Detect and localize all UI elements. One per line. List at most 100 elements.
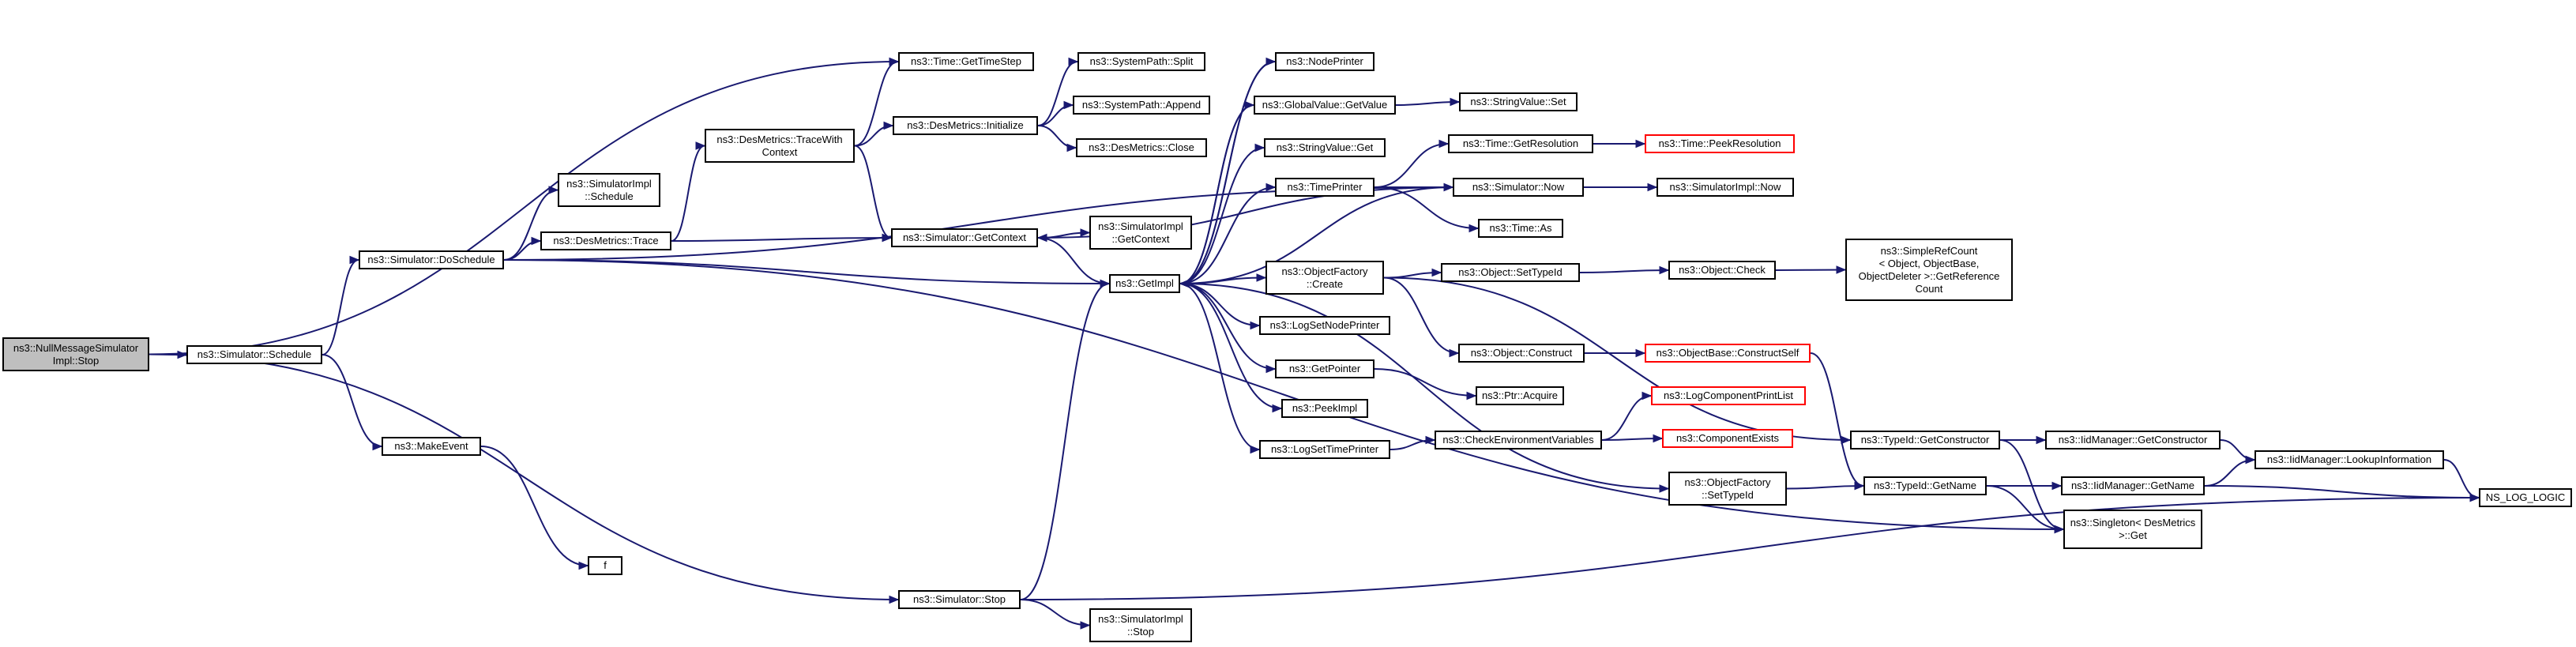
- node-simimpl-schedule[interactable]: ns3::SimulatorImpl ::Schedule: [558, 173, 660, 207]
- edge-arrowhead: [372, 442, 383, 451]
- edge-arrowhead: [1063, 100, 1074, 110]
- node-object-construct[interactable]: ns3::Object::Construct: [1458, 344, 1585, 363]
- node-object-settypeid[interactable]: ns3::Object::SetTypeId: [1441, 263, 1580, 282]
- edge-getimpl-to-logsettimeprinter: [1179, 283, 1260, 450]
- node-ptr-acquire[interactable]: ns3::Ptr::Acquire: [1476, 386, 1564, 405]
- node-getimpl[interactable]: ns3::GetImpl: [1109, 274, 1180, 293]
- edge-arrowhead: [1068, 57, 1079, 66]
- node-objfactory-settypeid[interactable]: ns3::ObjectFactory ::SetTypeId: [1668, 472, 1787, 506]
- node-desm-close[interactable]: ns3::DesMetrics::Close: [1076, 138, 1207, 157]
- edge-getimpl-to-stringvalue_get: [1179, 147, 1265, 284]
- edge-sim_stop-to-getimpl: [1020, 283, 1110, 600]
- node-simplerefcount[interactable]: ns3::SimpleRefCount < Object, ObjectBase…: [1845, 239, 2013, 301]
- edge-desm_trace-to-desm_tracewith: [671, 145, 705, 242]
- edge-sim_doschedule-to-singleton_get: [503, 259, 2064, 530]
- node-iidmgr-getconstructor[interactable]: ns3::IidManager::GetConstructor: [2045, 431, 2221, 450]
- node-root[interactable]: ns3::NullMessageSimulator Impl::Stop: [2, 337, 149, 371]
- edge-desm_initialize-to-syspath_split: [1037, 61, 1078, 126]
- node-objfactory-create[interactable]: ns3::ObjectFactory ::Create: [1265, 261, 1384, 295]
- node-typeid-getconstructor[interactable]: ns3::TypeId::GetConstructor: [1850, 431, 2000, 450]
- node-desm-trace[interactable]: ns3::DesMetrics::Trace: [540, 231, 671, 250]
- edge-arrowhead: [1254, 143, 1265, 152]
- edge-arrowhead: [578, 561, 589, 570]
- edge-arrowhead: [889, 595, 900, 604]
- edge-arrowhead: [1659, 265, 1670, 275]
- node-simimpl-now[interactable]: ns3::SimulatorImpl::Now: [1657, 178, 1794, 197]
- edge-arrowhead: [1100, 279, 1111, 288]
- node-sim-schedule[interactable]: ns3::Simulator::Schedule: [186, 345, 322, 364]
- edge-arrowhead: [1647, 182, 1658, 192]
- edge-arrowhead: [695, 141, 706, 150]
- edge-checkenvvars-to-logcomponentprintlist: [1601, 395, 1652, 441]
- edge-arrowhead: [1469, 224, 1480, 233]
- edge-arrowhead: [1272, 404, 1283, 413]
- edge-sim_stop-to-simimpl_stop: [1020, 599, 1090, 626]
- node-syspath-append[interactable]: ns3::SystemPath::Append: [1073, 96, 1210, 115]
- edge-iidmgr_lookup-to-ns_log_logic: [2443, 459, 2480, 498]
- edge-desm_trace-to-sim_getcontext: [671, 237, 892, 242]
- node-iidmgr-lookup[interactable]: ns3::IidManager::LookupInformation: [2254, 450, 2444, 469]
- edge-arrowhead: [1641, 391, 1653, 401]
- node-sim-doschedule[interactable]: ns3::Simulator::DoSchedule: [359, 250, 504, 269]
- edge-gv_getvalue-to-stringvalue_set: [1395, 101, 1460, 106]
- edge-timeprinter-to-time_getresolution: [1374, 143, 1449, 188]
- edge-arrowhead: [1466, 391, 1477, 401]
- node-iidmgr-getname[interactable]: ns3::IidManager::GetName: [2061, 476, 2205, 495]
- node-ns-log-logic[interactable]: NS_LOG_LOGIC: [2479, 488, 2572, 507]
- edge-desm_tracewith-to-time_gettimestep: [854, 61, 899, 147]
- edge-arrowhead: [548, 186, 559, 194]
- node-f[interactable]: f: [588, 556, 622, 575]
- edge-arrowhead: [2245, 455, 2256, 465]
- node-sim-stop[interactable]: ns3::Simulator::Stop: [898, 590, 1021, 609]
- edge-gv_getvalue-to-getimpl: [1179, 104, 1254, 284]
- edge-arrowhead: [1450, 97, 1461, 107]
- node-time-gettimestep[interactable]: ns3::Time::GetTimeStep: [898, 52, 1034, 71]
- node-singleton-get[interactable]: ns3::Singleton< DesMetrics >::Get: [2063, 510, 2202, 549]
- edge-objbase_constructself-to-typeid_getname: [1810, 352, 1864, 487]
- node-objbase-constructself[interactable]: ns3::ObjectBase::ConstructSelf: [1645, 344, 1811, 363]
- node-stringvalue-set[interactable]: ns3::StringValue::Set: [1459, 92, 1578, 111]
- edge-sim_schedule-to-sim_doschedule: [322, 259, 359, 355]
- node-time-as[interactable]: ns3::Time::As: [1478, 219, 1563, 238]
- node-desm-initialize[interactable]: ns3::DesMetrics::Initialize: [893, 116, 1038, 135]
- node-simimpl-stop[interactable]: ns3::SimulatorImpl ::Stop: [1089, 608, 1192, 642]
- edge-arrowhead: [2469, 493, 2480, 502]
- edge-getimpl-to-objfactory_settypeid: [1179, 283, 1669, 490]
- node-makeevent[interactable]: ns3::MakeEvent: [382, 437, 481, 456]
- node-sim-now[interactable]: ns3::Simulator::Now: [1453, 178, 1584, 197]
- node-time-getresolution[interactable]: ns3::Time::GetResolution: [1448, 134, 1593, 153]
- edge-arrowhead: [1653, 434, 1664, 443]
- node-stringvalue-get[interactable]: ns3::StringValue::Get: [1264, 138, 1386, 157]
- node-componentexists[interactable]: ns3::ComponentExists: [1662, 429, 1793, 448]
- node-checkenvvars[interactable]: ns3::CheckEnvironmentVariables: [1435, 431, 1602, 450]
- edge-arrowhead: [1066, 143, 1077, 152]
- node-getpointer[interactable]: ns3::GetPointer: [1275, 359, 1374, 378]
- node-logsetnodeprinter[interactable]: ns3::LogSetNodePrinter: [1259, 316, 1390, 335]
- edge-iidmgr_getname-to-iidmgr_lookup: [2204, 459, 2255, 487]
- node-time-peekresolution[interactable]: ns3::Time::PeekResolution: [1645, 134, 1795, 153]
- node-nodeprinter[interactable]: ns3::NodePrinter: [1275, 52, 1374, 71]
- edge-sim_getcontext-to-getimpl: [1037, 237, 1110, 284]
- edge-arrowhead: [1836, 265, 1847, 274]
- edge-object_settypeid-to-object_check: [1579, 269, 1669, 273]
- edge-iidmgr_getname-to-ns_log_logic: [2204, 485, 2480, 498]
- node-timeprinter[interactable]: ns3::TimePrinter: [1275, 178, 1374, 197]
- edge-getimpl-to-getpointer: [1179, 283, 1276, 370]
- node-peekimpl[interactable]: ns3::PeekImpl: [1281, 399, 1368, 418]
- node-logcomponentprintlist[interactable]: ns3::LogComponentPrintList: [1651, 386, 1806, 405]
- node-logsettimeprinter[interactable]: ns3::LogSetTimePrinter: [1259, 440, 1390, 459]
- node-syspath-split[interactable]: ns3::SystemPath::Split: [1077, 52, 1205, 71]
- node-simimpl-getcontext[interactable]: ns3::SimulatorImpl ::GetContext: [1089, 216, 1192, 250]
- edge-typeid_getname-to-singleton_get: [1986, 485, 2064, 530]
- node-gv-getvalue[interactable]: ns3::GlobalValue::GetValue: [1254, 96, 1396, 115]
- edge-arrowhead: [1449, 348, 1460, 358]
- node-typeid-getname[interactable]: ns3::TypeId::GetName: [1863, 476, 1987, 495]
- edge-objfactory_create-to-object_construct: [1383, 276, 1459, 354]
- node-sim-getcontext[interactable]: ns3::Simulator::GetContext: [891, 228, 1038, 247]
- edge-arrowhead: [349, 255, 360, 265]
- edge-desm_tracewith-to-sim_getcontext: [854, 145, 892, 239]
- node-object-check[interactable]: ns3::Object::Check: [1668, 261, 1776, 280]
- edge-arrowhead: [1635, 139, 1646, 149]
- node-desm-tracewith[interactable]: ns3::DesMetrics::TraceWith Context: [705, 129, 855, 163]
